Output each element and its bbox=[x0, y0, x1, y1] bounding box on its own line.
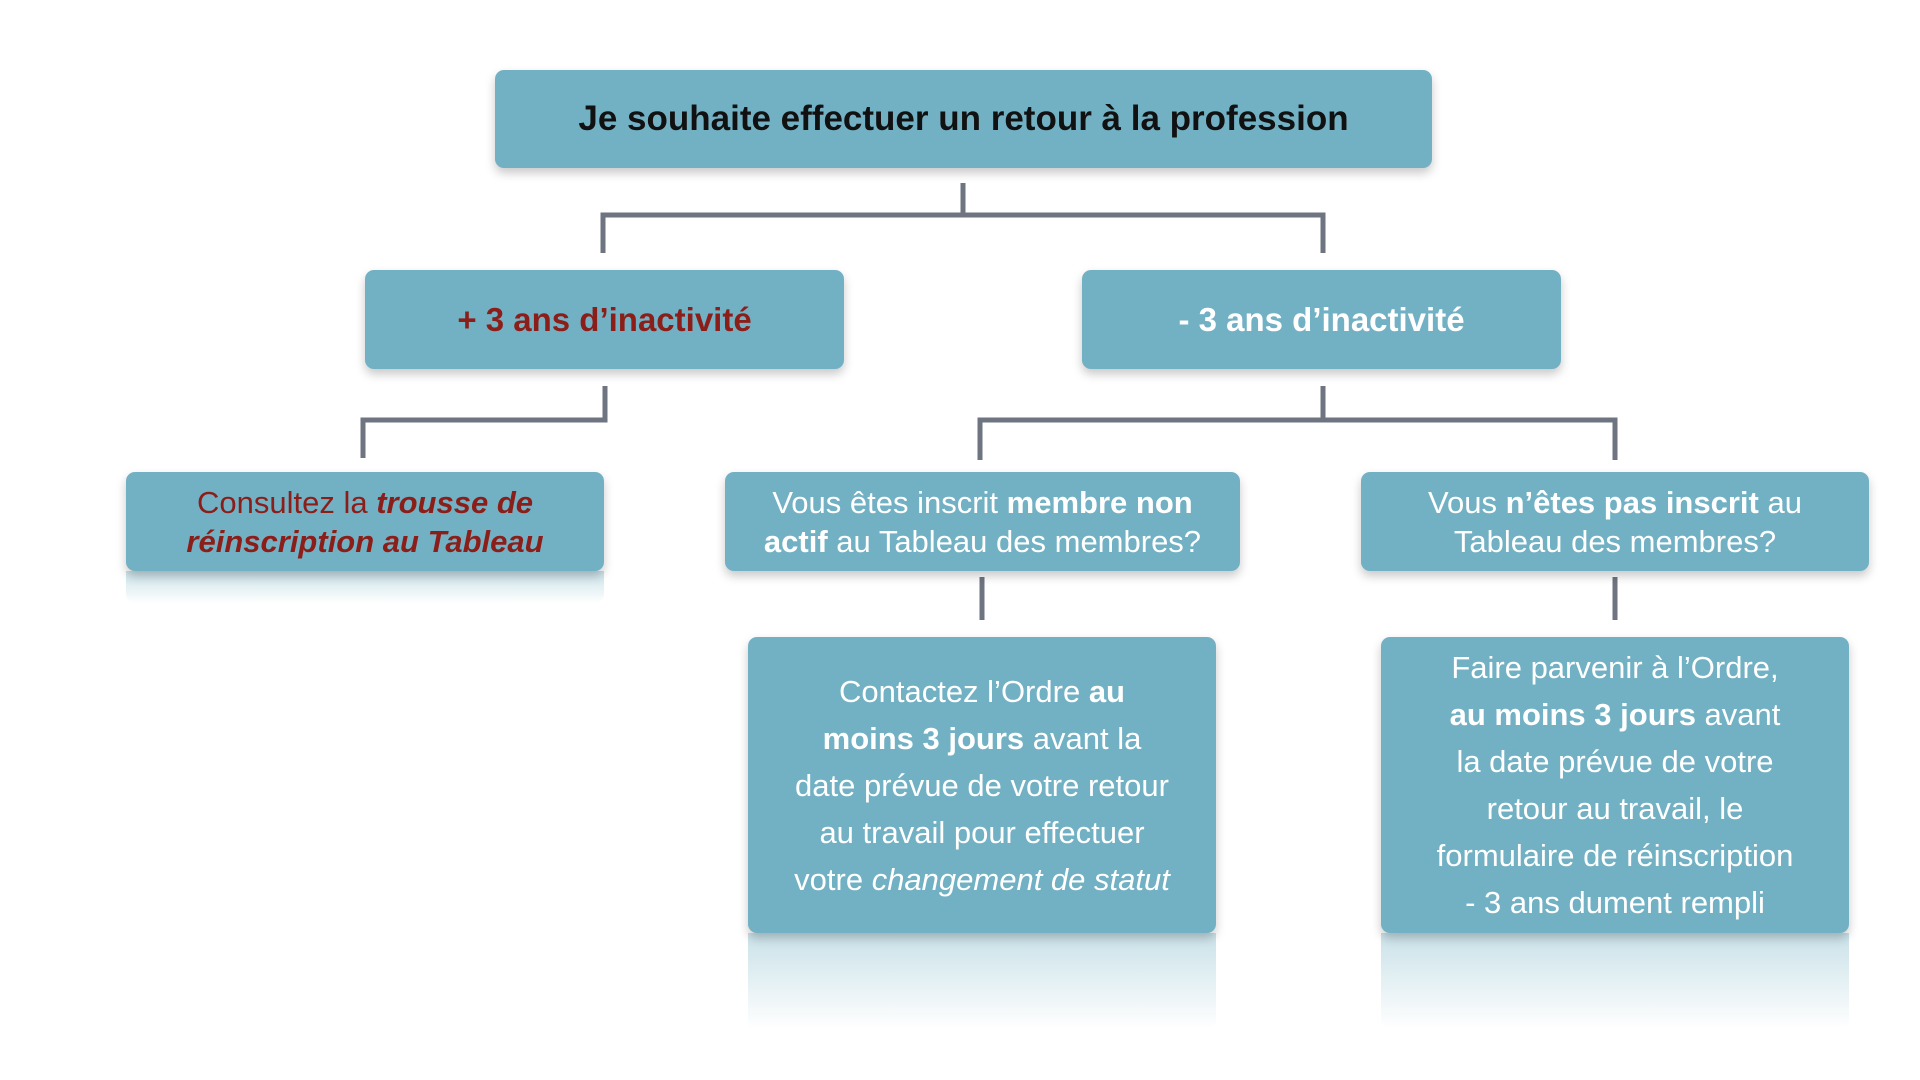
form-line-5: formulaire de réinscription bbox=[1436, 838, 1794, 873]
not-registered-node: Vous n’êtes pas inscrit au Tableau des m… bbox=[1361, 472, 1869, 571]
consult-reinscription-node: Consultez la trousse de réinscription au… bbox=[126, 472, 604, 571]
reinscription-form-node: Faire parvenir à l’Ordre, au moins 3 jou… bbox=[1381, 637, 1849, 933]
connector-root-to-branches bbox=[600, 183, 1326, 253]
form-line-2: au moins 3 jours avant bbox=[1449, 697, 1781, 732]
not-registered-text: Vous n’êtes pas inscrit au Tableau des m… bbox=[1379, 483, 1851, 561]
root-node: Je souhaite effectuer un retour à la pro… bbox=[495, 70, 1432, 168]
inactive-text-part1: Vous êtes inscrit bbox=[772, 484, 1007, 520]
branch-more-label: + 3 ans d’inactivité bbox=[457, 300, 752, 338]
consult-text-part1: Consultez la bbox=[197, 484, 377, 520]
not-registered-text-bold: n’êtes pas inscrit bbox=[1505, 484, 1759, 520]
form-line-1: Faire parvenir à l’Ordre, bbox=[1451, 650, 1779, 685]
consult-text: Consultez la trousse de réinscription au… bbox=[144, 483, 586, 561]
not-registered-text-part3: au Tableau des membres? bbox=[1453, 484, 1802, 559]
inactive-member-node: Vous êtes inscrit membre non actif au Ta… bbox=[725, 472, 1240, 571]
inactive-text-part3: au Tableau des membres? bbox=[827, 523, 1202, 559]
branch-less-than-3-years: - 3 ans d’inactivité bbox=[1082, 270, 1561, 369]
inactive-member-text: Vous êtes inscrit membre non actif au Ta… bbox=[743, 483, 1222, 561]
connector-more-to-consult bbox=[360, 386, 608, 458]
contact-line-2: moins 3 jours avant la bbox=[822, 720, 1142, 756]
form-line-4: retour au travail, le bbox=[1486, 791, 1744, 826]
contact-line-3: date prévue de votre retour bbox=[795, 767, 1169, 803]
contact-line-5: votre changement de statut bbox=[794, 861, 1170, 897]
inactive-text-bold: membre non actif bbox=[763, 484, 1193, 559]
contact-line-4: au travail pour effectuer bbox=[819, 814, 1145, 850]
connector-less-to-options bbox=[977, 386, 1618, 460]
contact-ordre-text: Contactez l’Ordre au moins 3 jours avant… bbox=[794, 668, 1170, 903]
reinscription-form-text: Faire parvenir à l’Ordre, au moins 3 jou… bbox=[1437, 644, 1794, 926]
form-line-6: - 3 ans dument rempli bbox=[1465, 885, 1765, 920]
branch-more-than-3-years: + 3 ans d’inactivité bbox=[365, 270, 844, 369]
reflection-consult bbox=[126, 571, 604, 603]
consult-text-link: trousse de réinscription au Tableau bbox=[186, 484, 544, 559]
branch-less-label: - 3 ans d’inactivité bbox=[1178, 300, 1465, 338]
form-line-3: la date prévue de votre bbox=[1456, 744, 1774, 779]
contact-ordre-node: Contactez l’Ordre au moins 3 jours avant… bbox=[748, 637, 1216, 933]
contact-line-1: Contactez l’Ordre au bbox=[838, 673, 1125, 709]
reflection-form bbox=[1381, 933, 1849, 1029]
not-registered-text-part1: Vous bbox=[1428, 484, 1506, 520]
root-title: Je souhaite effectuer un retour à la pro… bbox=[578, 99, 1349, 138]
reflection-contact bbox=[748, 933, 1216, 1029]
